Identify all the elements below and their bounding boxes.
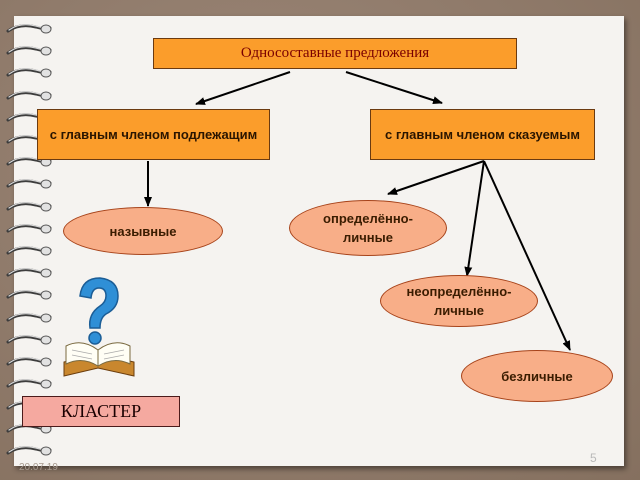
spiral-ring <box>6 357 52 367</box>
cluster-label: КЛАСТЕР <box>22 396 180 427</box>
spiral-ring <box>6 223 52 234</box>
spiral-ring <box>6 90 52 101</box>
leaf-nominative: назывные <box>63 207 223 255</box>
question-book-illustration <box>63 277 135 377</box>
slide-date: 20.07.19 <box>19 462 58 473</box>
arrow-title-to-right <box>345 71 443 105</box>
question-mark-icon <box>79 277 119 345</box>
arrow-right-to-definite <box>387 160 485 195</box>
diagram-title: Односоставные предложения <box>153 38 517 69</box>
spiral-ring <box>6 201 52 212</box>
arrow-right-to-indefinite <box>464 160 485 277</box>
open-book-icon <box>63 342 135 377</box>
arrow-right-to-impersonal <box>483 160 571 351</box>
spiral-ring <box>6 312 52 323</box>
spiral-ring <box>6 46 52 56</box>
spiral-ring <box>6 445 52 456</box>
leaf-impersonal: безличные <box>461 350 613 402</box>
spiral-ring <box>6 268 52 278</box>
left-group-box: с главным членом подлежащим <box>37 109 270 160</box>
spiral-ring <box>6 179 52 189</box>
leaf-indefinite-personal: неопределённо-личные <box>380 275 538 327</box>
spiral-ring <box>6 246 52 256</box>
arrow-title-to-left <box>195 71 291 105</box>
spiral-ring <box>6 290 52 300</box>
spiral-ring <box>6 24 52 34</box>
spiral-ring <box>6 68 52 78</box>
slide-number: 5 <box>590 451 597 465</box>
spiral-ring <box>6 379 52 389</box>
right-group-box: с главным членом сказуемым <box>370 109 595 160</box>
spiral-ring <box>6 334 52 345</box>
leaf-definite-personal: определённо-личные <box>289 200 447 256</box>
spiral-ring <box>6 157 52 167</box>
